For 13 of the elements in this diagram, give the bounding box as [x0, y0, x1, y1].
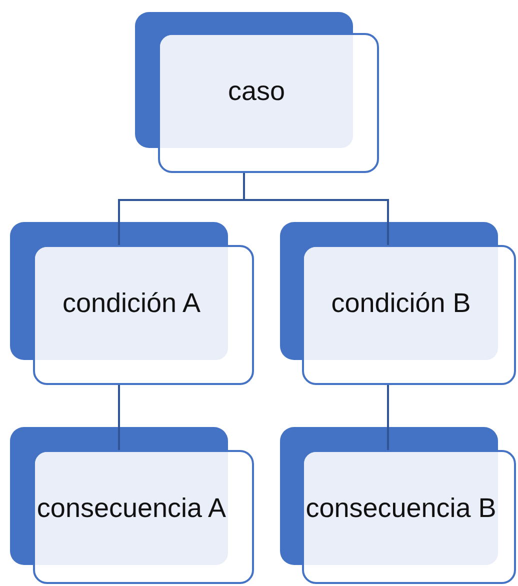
box-label: consecuencia B — [306, 492, 496, 525]
box-label: consecuencia A — [36, 492, 226, 525]
text-card — [302, 245, 516, 385]
connector-line — [387, 385, 389, 450]
text-card — [33, 450, 254, 584]
text-card — [302, 450, 516, 584]
box-label: condición A — [62, 286, 201, 320]
connector-line — [243, 173, 389, 245]
box-label: condición B — [331, 286, 471, 320]
connector-line — [118, 385, 120, 450]
text-card — [158, 33, 379, 173]
box-label: caso — [228, 74, 286, 108]
text-card — [33, 245, 254, 385]
